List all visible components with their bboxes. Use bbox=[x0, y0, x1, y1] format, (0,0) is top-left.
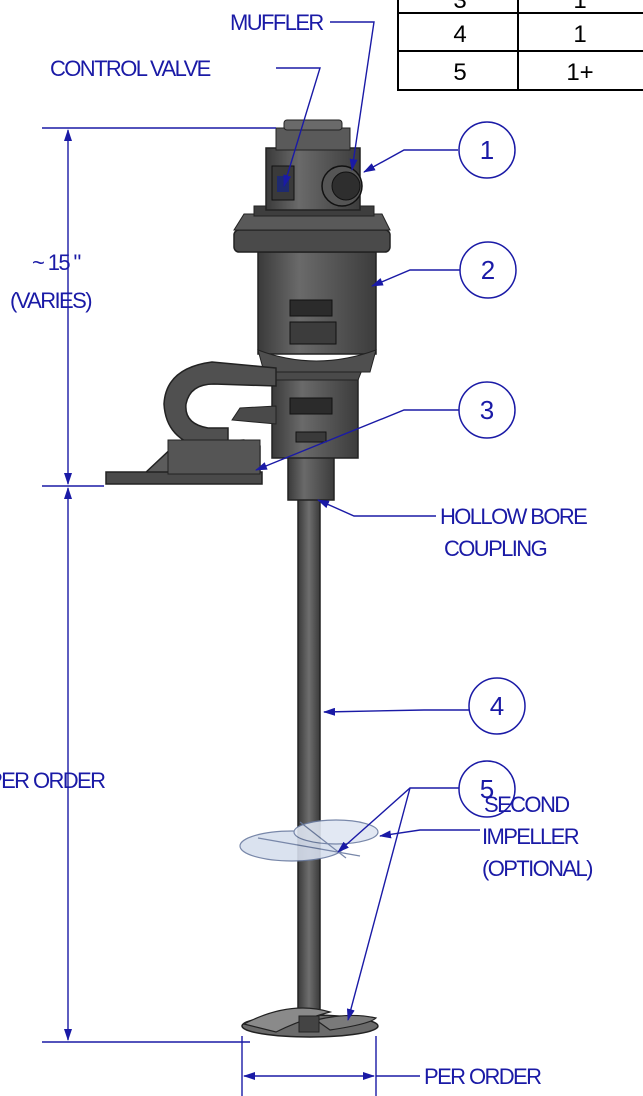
balloon-3-label: 3 bbox=[480, 395, 494, 425]
balloon-5-label: 5 bbox=[480, 774, 494, 804]
second-impeller bbox=[239, 819, 379, 862]
balloon-5 bbox=[458, 760, 516, 818]
height-varies-label: (VARIES) bbox=[10, 288, 91, 313]
bottom-impeller bbox=[241, 1007, 379, 1038]
mounting-bracket-hook bbox=[163, 361, 277, 449]
control-valve-label: CONTROL VALVE bbox=[50, 56, 211, 81]
annotation-lines bbox=[42, 21, 480, 1096]
parts-table: 3 1 4 1 5 1+ bbox=[397, 0, 643, 91]
second-impeller-label-1: SECOND bbox=[484, 792, 569, 817]
lower-housing bbox=[271, 371, 359, 459]
annotation-labels: MUFFLER CONTROL VALVE ~ 15 " (VARIES) HO… bbox=[0, 10, 594, 1089]
muffler-label: MUFFLER bbox=[230, 10, 323, 35]
balloon-2 bbox=[459, 241, 517, 299]
impeller-diameter-label: PER ORDER bbox=[424, 1064, 541, 1089]
balloon-4-label: 4 bbox=[490, 691, 504, 721]
mixer-assembly bbox=[105, 119, 391, 1038]
height-dimension-label: ~ 15 " bbox=[32, 250, 81, 275]
table-row-2-item: 4 bbox=[453, 21, 466, 48]
table-row-3-item: 5 bbox=[453, 59, 466, 86]
balloon-4 bbox=[468, 677, 526, 735]
hollow-bore-label: HOLLOW BORE bbox=[440, 504, 587, 529]
balloon-2-label: 2 bbox=[481, 255, 495, 285]
table-row-3-qty: 1+ bbox=[566, 59, 593, 86]
balloon-3 bbox=[458, 381, 516, 439]
balloon-group: 1 2 3 4 5 bbox=[458, 121, 526, 818]
table-row-2-qty: 1 bbox=[573, 21, 586, 48]
balloon-1 bbox=[458, 121, 516, 179]
shaft-length-label: PER ORDER bbox=[0, 768, 105, 793]
hollow-bore-coupling bbox=[287, 454, 335, 501]
table-row-1-item: 3 bbox=[453, 0, 466, 14]
second-impeller-label-3: (OPTIONAL) bbox=[482, 856, 592, 881]
balloon-1-label: 1 bbox=[480, 135, 494, 165]
second-impeller-label-2: IMPELLER bbox=[482, 824, 579, 849]
coupling-label: COUPLING bbox=[444, 536, 547, 561]
mixer-shaft bbox=[297, 497, 321, 1031]
table-row-1-qty: 1 bbox=[573, 0, 586, 14]
